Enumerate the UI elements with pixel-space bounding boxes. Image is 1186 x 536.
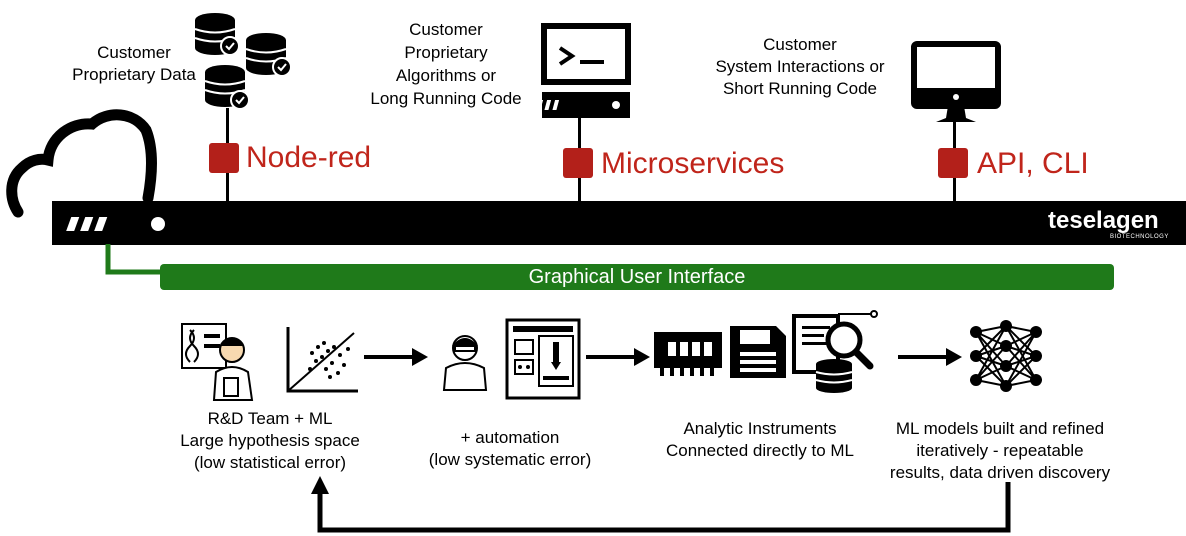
arrow-icon: [586, 348, 650, 366]
stage-rd-team-label: R&D Team + ML Large hypothesis space (lo…: [180, 409, 360, 472]
scientist-icon: [181, 323, 254, 401]
lab-technician-icon: [442, 335, 488, 391]
microservices-label: Microservices: [601, 147, 785, 180]
gui-bar: Graphical User Interface: [160, 264, 1114, 290]
teselagen-logo: teselagen: [1048, 207, 1159, 234]
server-rack-icon: [66, 217, 165, 231]
node-red-connector: [209, 143, 239, 173]
stage-automation-label: + automation (low systematic error): [428, 428, 592, 469]
platform-bar: teselagen BIOTECHNOLOGY: [52, 201, 1186, 245]
stage-ml-models-label: ML models built and refined iteratively …: [889, 419, 1111, 482]
feedback-loop-arrow: [311, 476, 1011, 533]
api-cli-label: API, CLI: [977, 147, 1089, 180]
scatter-plot-icon: [286, 327, 358, 393]
teselagen-logo-subtitle: BIOTECHNOLOGY: [1110, 234, 1169, 240]
gui-connector-line: [105, 244, 162, 275]
arrow-icon: [364, 348, 428, 366]
stage-instruments-label: Analytic Instruments Connected directly …: [665, 419, 855, 460]
arrow-icon: [898, 348, 962, 366]
algorithms-source-label: Customer Proprietary Algorithms or Long …: [370, 20, 522, 108]
desktop-monitor-icon: [911, 41, 1001, 122]
terminal-server-icon: [528, 23, 631, 118]
database-stack-icon: [194, 13, 292, 110]
microservices-connector: [563, 148, 593, 178]
node-red-label: Node-red: [246, 141, 372, 174]
cloud-icon: [6, 109, 157, 218]
instrument-board-icon: [654, 332, 722, 376]
data-analysis-icon: [792, 310, 878, 393]
automation-machine-icon: [505, 318, 581, 400]
neural-network-icon: [970, 320, 1042, 392]
interactions-source-label: Customer System Interactions or Short Ru…: [715, 35, 885, 98]
api-cli-connector: [938, 148, 968, 178]
data-source-label: Customer Proprietary Data: [72, 43, 196, 84]
floppy-disk-icon: [730, 326, 786, 378]
